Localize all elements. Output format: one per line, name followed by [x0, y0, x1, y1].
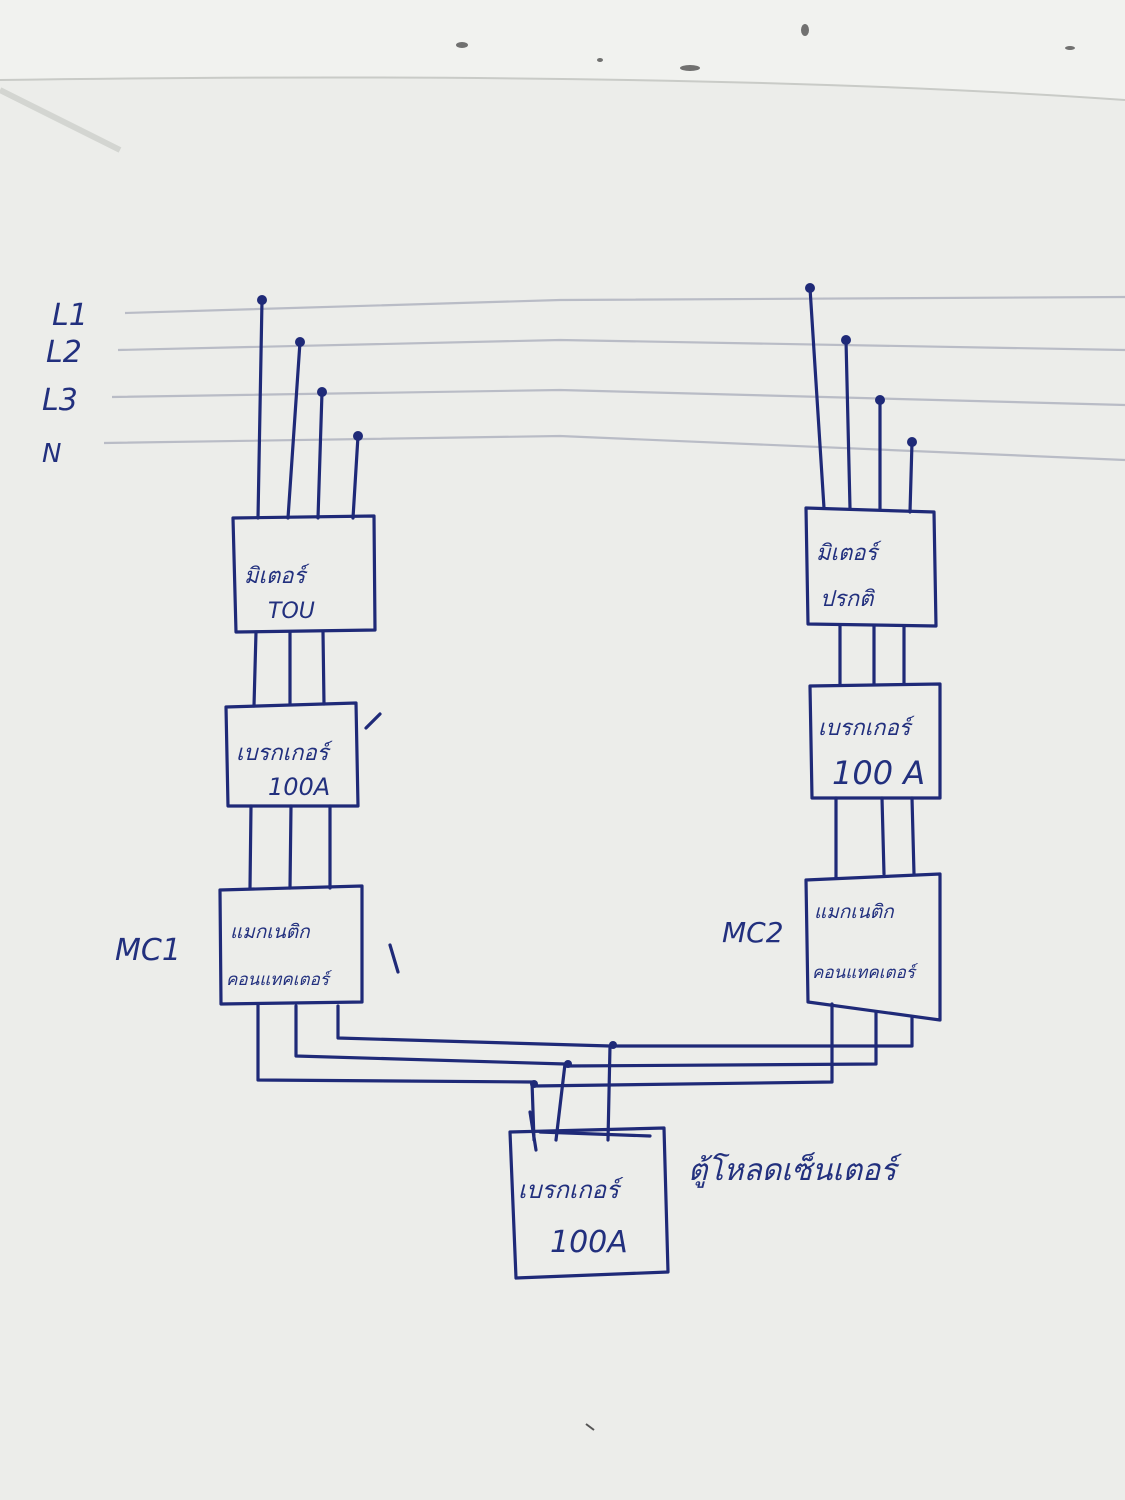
right-tap-dot-l2 — [841, 335, 851, 345]
bus-labels: L1 L2 L3 N — [42, 298, 88, 469]
right-tap-n — [908, 440, 914, 514]
right-chain: มิเตอร์ ปรกติ เบรกเกอร์ 100 A MC2 แมกเนต… — [532, 283, 942, 1088]
top-smudges — [456, 24, 1075, 71]
left-tap-n — [351, 434, 360, 520]
right-link-breaker-contactor-2 — [880, 796, 886, 876]
bus-line-n — [103, 434, 1125, 462]
bus-label-l2: L2 — [46, 335, 82, 370]
load-breaker-box — [508, 1126, 670, 1280]
bottom-mark — [585, 1423, 595, 1431]
left-feeder-3 — [336, 1004, 612, 1142]
left-breaker-box — [224, 701, 360, 808]
right-link-breaker-contactor-3 — [910, 796, 916, 876]
left-link-breaker-contactor-1 — [248, 804, 253, 890]
left-meter-box — [231, 514, 377, 634]
right-breaker-label-1: เบรกเกอร์ — [818, 715, 915, 741]
right-feeder-2 — [563, 1010, 878, 1068]
right-contactor-label-1: แมกเนติก — [814, 901, 895, 923]
junction-dot-1 — [530, 1080, 538, 1088]
left-tap-dot-l3 — [317, 387, 327, 397]
page-fold-edge — [0, 76, 1125, 101]
left-contactor-tick — [388, 943, 400, 974]
right-tap-dot-l3 — [875, 395, 885, 405]
bus-label-n: N — [42, 439, 61, 469]
load-breaker-scribble — [528, 1110, 652, 1152]
left-tap-l1 — [256, 298, 264, 520]
page-fold — [0, 0, 1125, 100]
junction-dot-2 — [564, 1060, 572, 1068]
page-fold-shadow — [0, 87, 122, 153]
left-tap-dot-l2 — [295, 337, 305, 347]
left-meter-label-1: มิเตอร์ — [244, 563, 310, 589]
right-contactor-box — [804, 872, 942, 1022]
bus-label-l1: L1 — [52, 298, 88, 333]
right-meter-label-1: มิเตอร์ — [816, 540, 882, 566]
left-link-breaker-contactor-2 — [288, 804, 293, 890]
left-breaker-tick — [364, 712, 382, 730]
bus-line-l1 — [124, 295, 1125, 315]
left-tap-l3 — [316, 390, 324, 520]
right-meter-label-2: ปรกติ — [820, 587, 875, 612]
left-contactor-id: MC1 — [115, 933, 181, 968]
left-contactor-label-1: แมกเนติก — [230, 921, 311, 943]
right-tap-dot-n — [907, 437, 917, 447]
right-tap-l2 — [844, 338, 852, 510]
right-feeder-3 — [612, 1016, 914, 1048]
left-contactor-box — [218, 884, 364, 1006]
load-breaker-label-1: เบรกเกอร์ — [518, 1176, 624, 1204]
junction-dot-3 — [609, 1041, 617, 1049]
load-cabinet-label: ตู้โหลดเซ็นเตอร์ — [688, 1152, 902, 1188]
left-tap-dot-l1 — [257, 295, 267, 305]
bus-lines — [103, 295, 1125, 462]
right-breaker-label-2: 100 A — [832, 754, 925, 792]
right-contactor-label-2: คอนแทคเตอร์ — [812, 963, 919, 983]
right-meter-box — [804, 506, 938, 628]
left-feeder-1 — [256, 1002, 536, 1142]
left-link-meter-breaker-3 — [321, 630, 326, 706]
right-contactor-id: MC2 — [722, 916, 784, 949]
left-chain: มิเตอร์ TOU เบรกเกอร์ 100A MC1 แมกเนติก … — [115, 295, 612, 1142]
load-breaker-label-2: 100A — [550, 1225, 628, 1260]
bus-line-l2 — [117, 338, 1125, 352]
load-center: เบรกเกอร์ 100A ตู้โหลดเซ็นเตอร์ — [508, 1110, 902, 1280]
left-breaker-label-1: เบรกเกอร์ — [236, 740, 333, 766]
left-tap-dot-n — [353, 431, 363, 441]
bus-label-l3: L3 — [42, 383, 78, 418]
right-feeder-1 — [532, 1002, 834, 1088]
left-contactor-label-2: คอนแทคเตอร์ — [226, 970, 333, 990]
left-link-meter-breaker-1 — [252, 630, 258, 708]
right-tap-l1 — [808, 286, 826, 510]
left-breaker-label-2: 100A — [268, 773, 330, 801]
left-tap-l2 — [286, 340, 302, 520]
left-feeder-2 — [294, 1004, 567, 1142]
right-breaker-box — [808, 682, 942, 800]
left-meter-label-2: TOU — [268, 599, 315, 624]
right-tap-dot-l1 — [805, 283, 815, 293]
